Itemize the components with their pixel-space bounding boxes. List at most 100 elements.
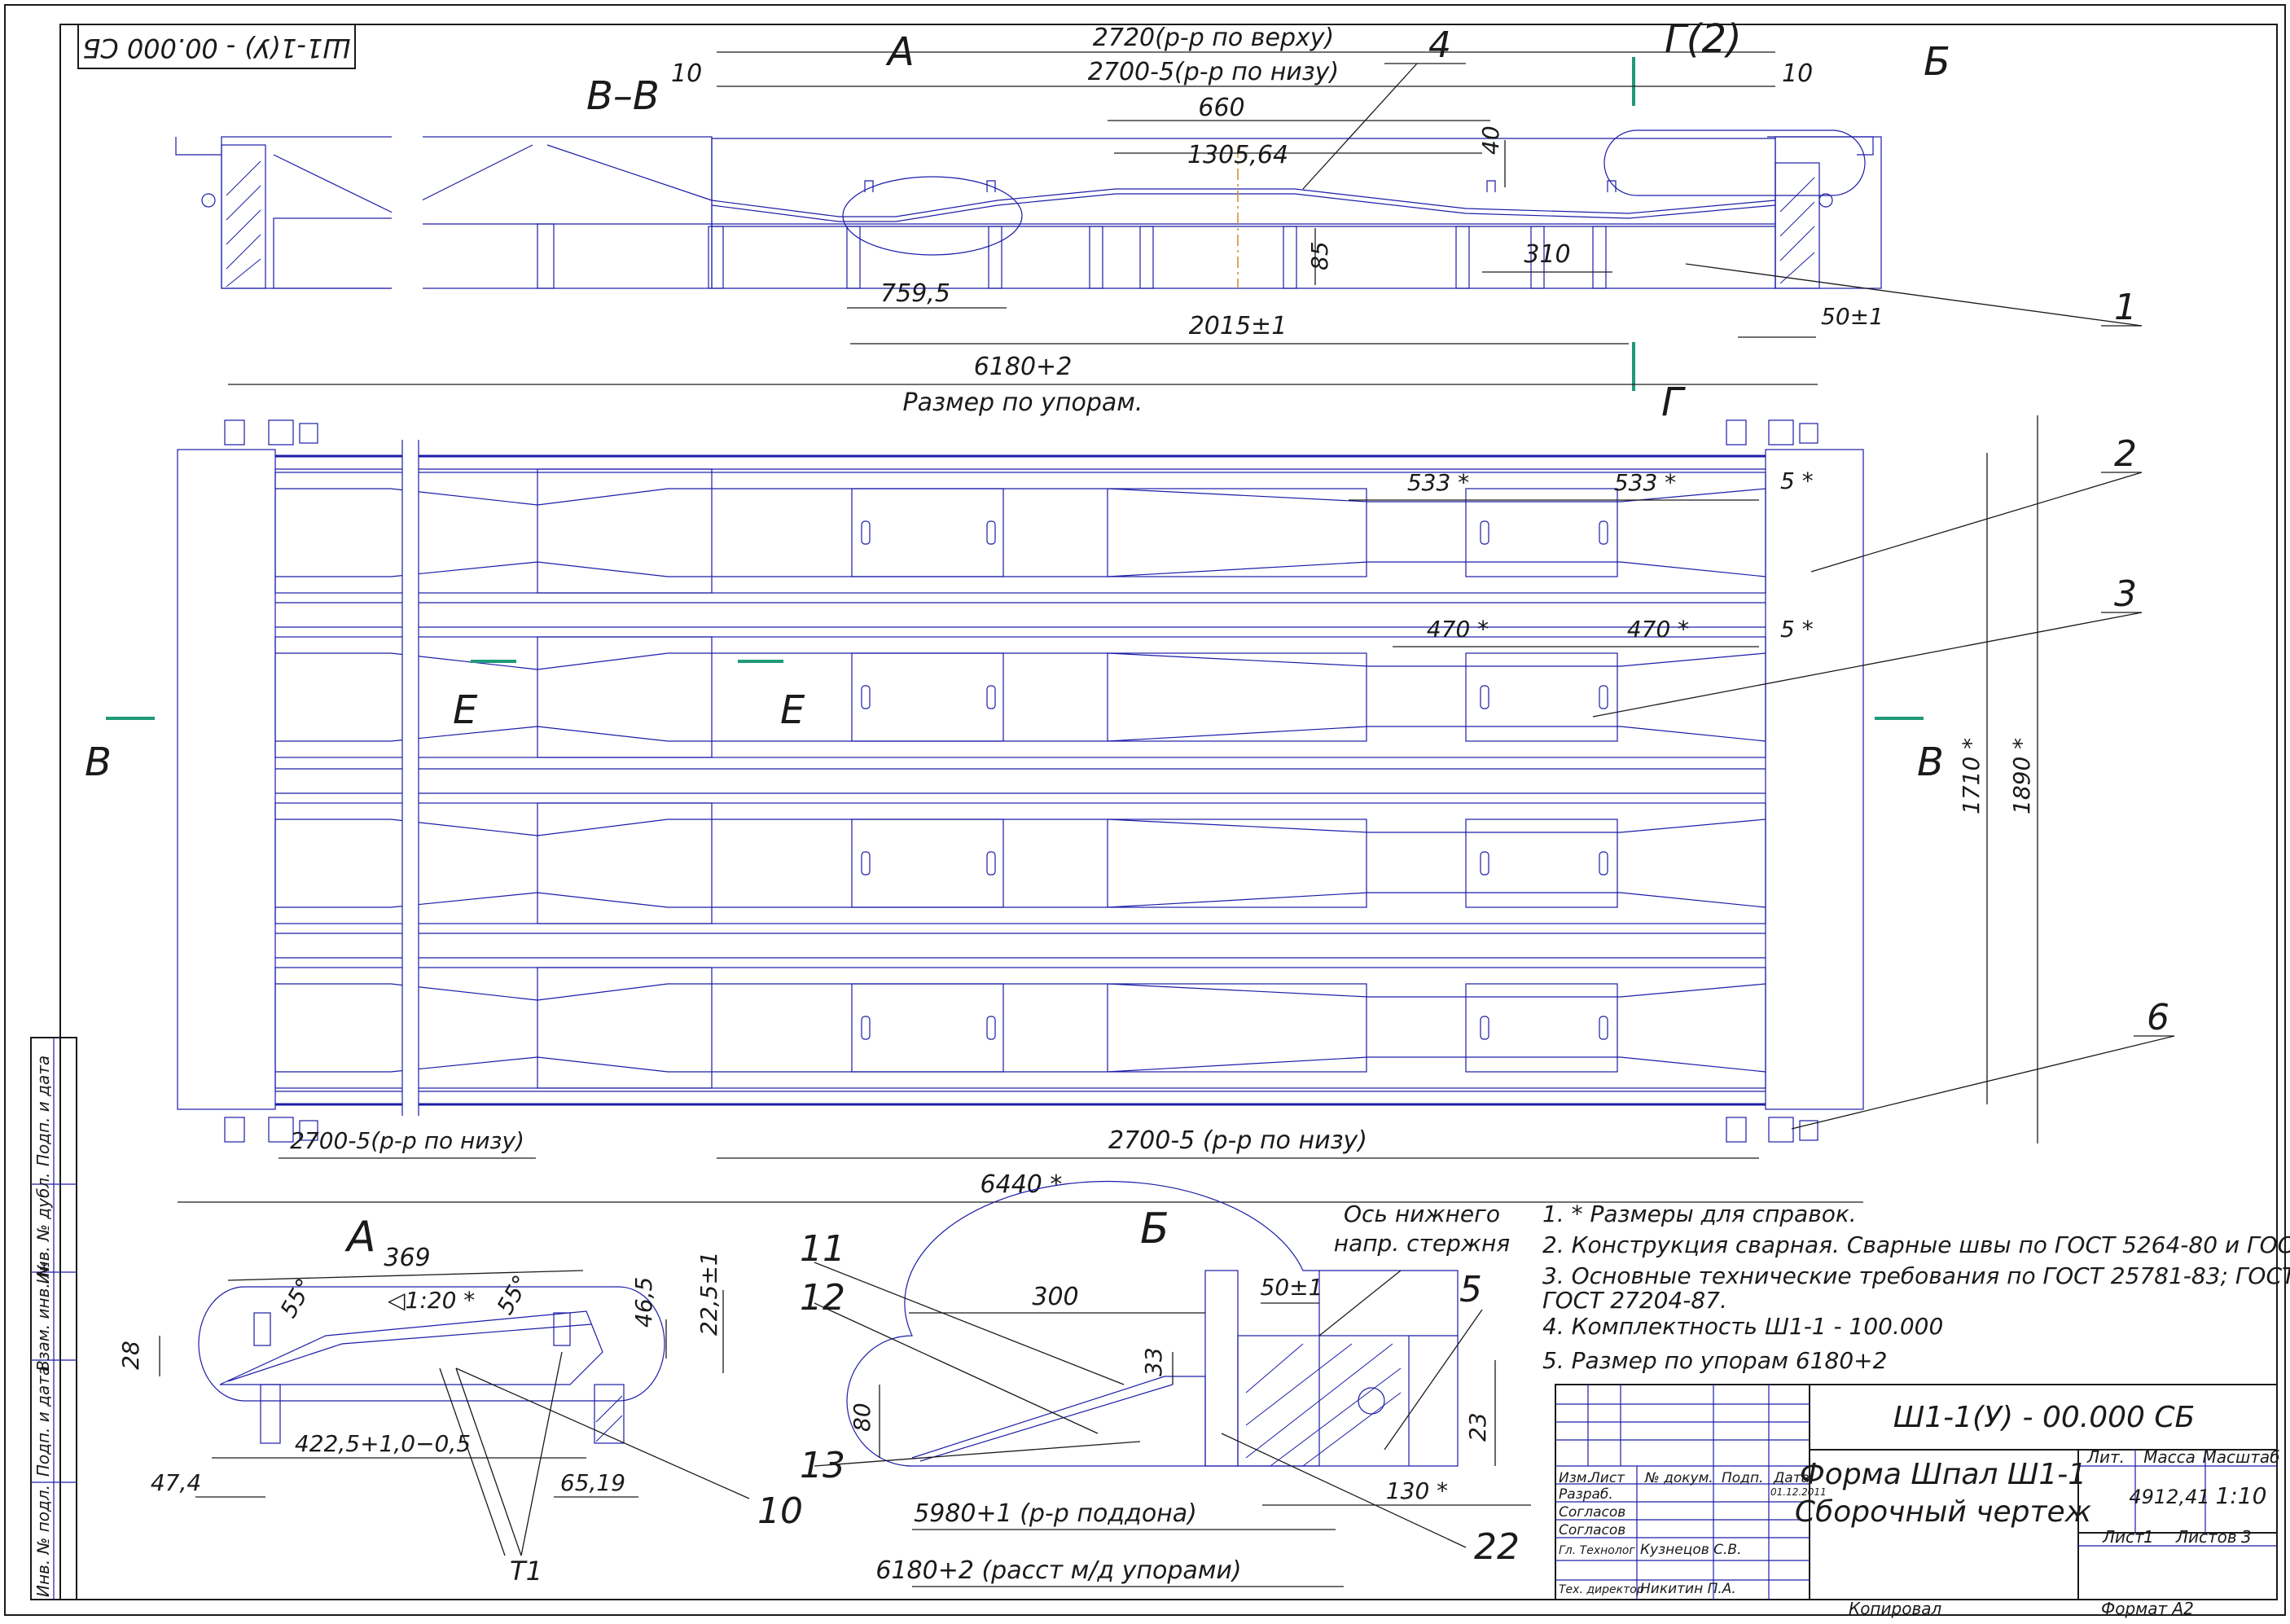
- dim-5980: 5980+1 (р-р поддона): [914, 1499, 1197, 1528]
- slope-1-20: ◁1:20 *: [388, 1287, 475, 1314]
- dim-40: 40: [1477, 125, 1504, 155]
- dim-533-a: 533 *: [1407, 469, 1469, 496]
- dim-85: 85: [1306, 241, 1333, 270]
- angle-55-right: 55°: [491, 1271, 534, 1319]
- dim-470-a: 470 *: [1427, 616, 1489, 643]
- lit-label: Лит.: [2086, 1447, 2125, 1467]
- sheet-label: Лист: [2102, 1527, 2145, 1547]
- dim-28: 28: [117, 1341, 144, 1370]
- axis-note-2: напр. стержня: [1334, 1230, 1510, 1257]
- sheets-label: Листов: [2175, 1527, 2237, 1547]
- row-dir-name: Никитин П.А.: [1640, 1581, 1736, 1597]
- dim-1305: 1305,64: [1187, 141, 1288, 169]
- callout-1: 1: [2114, 287, 2137, 328]
- callout-12: 12: [800, 1277, 845, 1319]
- label-e-left: Е: [453, 687, 478, 733]
- mass-value: 4912,41: [2129, 1486, 2209, 1508]
- row-tech: Гл. Технолог: [1559, 1544, 1635, 1557]
- dim-310: 310: [1524, 240, 1570, 269]
- dim-50-b: 50±1: [1261, 1274, 1323, 1301]
- outer-frame: [4, 4, 2286, 1616]
- sleeper-row-4: [274, 967, 1766, 1089]
- dim-369: 369: [384, 1244, 430, 1272]
- scale-value: 1:10: [2216, 1482, 2267, 1509]
- mass-label: Масса: [2143, 1447, 2196, 1467]
- hdr-list: Лист: [1589, 1470, 1625, 1486]
- side-strip: Подп. и дата Инв. № дубл. Взам. инв. № П…: [30, 1037, 77, 1600]
- copied-label: Копировал: [1849, 1599, 1941, 1618]
- axis-note-1: Ось нижнего: [1344, 1200, 1500, 1227]
- hdr-sign: Подп.: [1722, 1470, 1763, 1486]
- dim-660: 660: [1198, 94, 1244, 122]
- sleeper-row-3: [274, 802, 1766, 924]
- label-v-right: В: [1917, 740, 1944, 785]
- dim-1710: 1710 *: [1958, 738, 1985, 814]
- row-sogl-2: Согласов: [1559, 1522, 1625, 1538]
- scale-label: Масштаб: [2202, 1447, 2279, 1467]
- note-2: 2. Конструкция сварная. Сварные швы по Г…: [1542, 1231, 2290, 1258]
- label-e-right: Е: [780, 687, 805, 733]
- dim-2700-top: 2700-5(р-р по низу): [1088, 58, 1339, 86]
- dim-50-top: 50±1: [1821, 303, 1884, 330]
- hdr-doc: № докум.: [1644, 1470, 1713, 1486]
- callout-2: 2: [2114, 433, 2137, 475]
- strip-inv-podl: Инв. № подл.: [33, 1485, 53, 1597]
- label-g2: Г(2): [1665, 16, 1742, 62]
- dim-533-b: 533 *: [1614, 469, 1676, 496]
- callout-22: 22: [1474, 1526, 1520, 1568]
- detail-b-title: Б: [1140, 1205, 1169, 1253]
- dim-422: 422,5+1,0−0,5: [295, 1430, 471, 1457]
- sleeper-row-1: [274, 468, 1766, 594]
- callout-4: 4: [1428, 24, 1451, 66]
- dim-759: 759,5: [880, 279, 950, 308]
- dim-130: 130 *: [1386, 1477, 1448, 1504]
- note-1: 1. * Размеры для справок.: [1542, 1200, 1857, 1227]
- plan-view: В В Е Е 533 * 533 * 5 * 470 * 470 * 5 * …: [85, 415, 2038, 1203]
- dim-10-right: 10: [1782, 59, 1813, 88]
- dim-10-left: 10: [671, 59, 702, 88]
- title-name-1: Форма Шпал Ш1-1: [1800, 1458, 2086, 1491]
- dim-2700-plan-left: 2700-5(р-р по низу): [290, 1127, 524, 1154]
- inner-frame: [59, 24, 2278, 1600]
- title-name-2: Сборочный чертеж: [1795, 1495, 2092, 1529]
- label-b-top: Б: [1924, 39, 1950, 85]
- sheets-value: 3: [2241, 1527, 2252, 1547]
- dim-33: 33: [1140, 1347, 1167, 1376]
- weld-t1: Т1: [510, 1556, 542, 1587]
- dim-23: 23: [1464, 1412, 1491, 1442]
- callout-6: 6: [2147, 997, 2169, 1038]
- dim-6180-b: 6180+2 (расст м/д упорами): [875, 1556, 1241, 1585]
- dim-1890: 1890 *: [2008, 738, 2035, 814]
- row-sogl-1: Согласов: [1559, 1504, 1625, 1521]
- label-v-left: В: [85, 740, 112, 785]
- dim-6440: 6440 *: [980, 1170, 1063, 1199]
- detail-a: А 369 28 55° 55° ◁1:20 * 46,5: [117, 1213, 803, 1587]
- sleeper-row-2: [274, 636, 1766, 758]
- row-dir: Тех. директор: [1559, 1583, 1644, 1596]
- strip-sign-date-1: Подп. и дата: [33, 1056, 53, 1166]
- title-designation: Ш1-1(У) - 00.000 СБ: [1893, 1401, 2195, 1434]
- hdr-izm: Изм.: [1559, 1470, 1591, 1486]
- note-4: 4. Комплектность Ш1-1 - 100.000: [1542, 1313, 1943, 1340]
- dim-300: 300: [1032, 1283, 1078, 1311]
- callouts: 1 2 3 4 6: [1302, 24, 2175, 1130]
- sheet-value: 1: [2143, 1527, 2154, 1547]
- note-5: 5. Размер по упорам 6180+2: [1542, 1347, 1887, 1374]
- label-g-bottom: Г: [1661, 380, 1686, 425]
- section-title-bb: В–В: [586, 73, 660, 119]
- angle-55-left: 55°: [274, 1274, 318, 1322]
- row-razrab: Разраб.: [1559, 1486, 1613, 1503]
- strip-inv-dubl: Инв. № дубл.: [33, 1173, 53, 1284]
- detail-circle-a: [842, 176, 1023, 256]
- callout-10: 10: [757, 1490, 803, 1532]
- dim-65: 65,19: [560, 1469, 625, 1496]
- note-3: 3. Основные технические требования по ГО…: [1542, 1262, 2290, 1289]
- dim-2015: 2015±1: [1189, 312, 1288, 340]
- callout-3: 3: [2114, 573, 2137, 615]
- dim-6180-top: 6180+2: [974, 353, 1073, 381]
- date-value: 01.12.2011: [1770, 1486, 1827, 1498]
- detail-a-title: А: [344, 1213, 376, 1262]
- callout-5: 5: [1459, 1269, 1482, 1310]
- callout-13: 13: [800, 1445, 845, 1486]
